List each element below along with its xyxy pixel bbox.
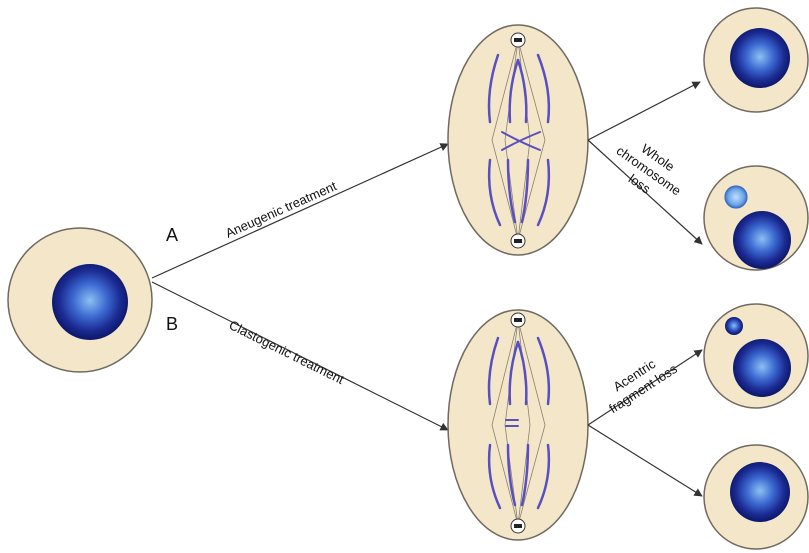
daughter-cell-normal-top [704,8,808,112]
acentric-fragment-loss-label: Acentric fragment loss [597,347,680,416]
nucleus [733,339,791,397]
arrow-to-normal-top [588,82,700,140]
whole-chromosome-loss-label: Whole chromosome loss [604,130,693,212]
clastogenic-treatment-label: Clastogenic treatment [227,317,347,387]
micronucleus-large [725,186,747,208]
aneugenic-treatment-label: Aneugenic treatment [223,178,339,241]
parent-cell [8,228,152,372]
nucleus [730,462,790,522]
mitotic-cell-aneugenic [448,25,588,255]
arrow-aneugenic [152,144,448,278]
daughter-cell-fragment-micronucleus [704,304,808,408]
parent-nucleus [52,264,128,340]
branch-a-label: A [166,225,178,245]
arrow-to-normal-bottom [588,425,702,496]
branch-b-label: B [166,314,178,334]
daughter-cell-normal-bottom [704,445,808,549]
nucleus [730,28,790,88]
mitotic-cell-clastogenic [448,310,588,540]
daughter-cell-whole-chromosome-micronucleus [704,166,808,270]
micronucleus-small [725,317,743,335]
nucleus [733,211,791,269]
